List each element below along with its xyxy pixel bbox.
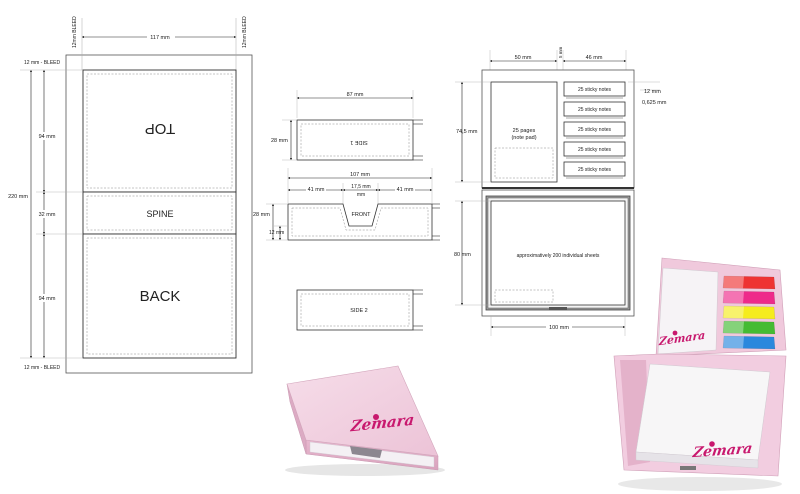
sticky-flag-highlight xyxy=(723,336,744,349)
width-label: 117 mm xyxy=(150,35,170,41)
bleed-top-right-label: 12mm BLEED xyxy=(242,16,248,48)
panel-spine xyxy=(82,191,237,235)
inner-tray: 50 mm 5 mm 46 mm 25 pages (note pad) 25 … xyxy=(454,46,667,336)
open-box-brand: Zemara xyxy=(691,441,753,461)
sticky-compartment xyxy=(563,101,626,117)
sticky-flag-highlight xyxy=(723,291,744,304)
notepad-label-line1: 25 pages xyxy=(513,128,536,134)
bottom-height-label: 80 mm xyxy=(454,252,471,258)
gap-width-label: 5 mm xyxy=(558,46,563,58)
sticky-compartment xyxy=(563,141,626,157)
notepad-label-line2: (note pad) xyxy=(511,135,536,141)
sticky-flag xyxy=(722,290,776,305)
front-label: FRONT xyxy=(352,212,372,218)
bleed-top-left-label: 12mm BLEED xyxy=(72,16,78,48)
sticky-flag-highlight xyxy=(723,306,744,319)
sticky-compartment xyxy=(563,81,626,97)
panel-back-label: BACK xyxy=(140,288,181,305)
bottom-width-label: 100 mm xyxy=(549,325,569,331)
sticky-label: 25 sticky notes xyxy=(578,127,612,133)
sticky-label: 25 sticky notes xyxy=(578,167,612,173)
sticky-label: 25 sticky notes xyxy=(578,147,612,153)
panel-back xyxy=(82,233,237,359)
closed-box-photo: Zemara xyxy=(285,365,445,476)
side2-label: SIDE 2 xyxy=(350,308,367,314)
left-width-label: 50 mm xyxy=(515,55,532,61)
open-box-logo-icon xyxy=(709,441,715,447)
right-width-label: 46 mm xyxy=(586,55,603,61)
sticky-compartment xyxy=(563,121,626,137)
sticky-label: 25 sticky notes xyxy=(578,107,612,113)
top-height-label: 74,5 mm xyxy=(456,129,478,135)
bleed-left-bottom-label: 12 mm - BLEED xyxy=(24,365,61,371)
notepad-compartment xyxy=(490,81,558,183)
sticky-flag xyxy=(722,305,776,320)
side1-label: SIDE 1 xyxy=(350,139,367,145)
sticky-flag xyxy=(722,275,776,290)
cover-template: 12mm BLEED 12mm BLEED 117 mm TOP SPINE B… xyxy=(6,16,253,374)
bleed-left-top-label: 12 mm - BLEED xyxy=(24,60,61,66)
front-height-label: 28 mm xyxy=(253,212,270,218)
right-margin-a: 12 mm xyxy=(644,89,661,95)
sticky-compartment xyxy=(563,161,626,177)
sticky-flag-highlight xyxy=(723,276,744,289)
svg-text:mm: mm xyxy=(357,192,365,198)
panel-top xyxy=(82,69,237,193)
front-total-label: 107 mm xyxy=(350,172,370,178)
side1-height-label: 28 mm xyxy=(271,138,288,144)
back-height-label: 94 mm xyxy=(39,296,56,302)
side2-panel xyxy=(296,289,414,331)
front-left-label: 41 mm xyxy=(308,187,325,193)
panel-top-label: TOP xyxy=(145,120,176,137)
sticky-flag xyxy=(722,335,776,350)
front-notch-depth-label: 12 mm xyxy=(269,230,284,236)
closed-box-logo-icon xyxy=(373,414,379,420)
sticky-flag xyxy=(722,320,776,335)
sticky-label: 25 sticky notes xyxy=(578,87,612,93)
panel-spine-label: SPINE xyxy=(146,209,173,219)
side-panels: 87 mm SIDE 1 28 mm 107 mm 41 mm 17,5 mm … xyxy=(253,90,440,331)
right-margin-b: 0,625 mm xyxy=(642,100,667,106)
sticky-flag-highlight xyxy=(723,321,744,334)
sticky-flags xyxy=(722,275,776,350)
sheets-block xyxy=(490,200,626,306)
front-panel xyxy=(287,203,433,241)
spine-height-label: 32 mm xyxy=(39,212,56,218)
top-height-label: 94 mm xyxy=(39,134,56,140)
open-box-photo: Zemara Zemara xyxy=(613,257,787,491)
front-right-label: 41 mm xyxy=(397,187,414,193)
lid-logo-icon xyxy=(672,330,678,336)
total-height-label: 220 mm xyxy=(8,194,28,200)
front-notch-label: 17,5 mm xyxy=(351,184,370,190)
side1-width-label: 87 mm xyxy=(347,92,364,98)
side1-panel xyxy=(296,119,414,161)
sheets-label: approximatively 200 individual sheets xyxy=(517,253,600,259)
sticky-stack: 25 sticky notes 25 sticky notes 25 sticky … xyxy=(563,81,626,179)
